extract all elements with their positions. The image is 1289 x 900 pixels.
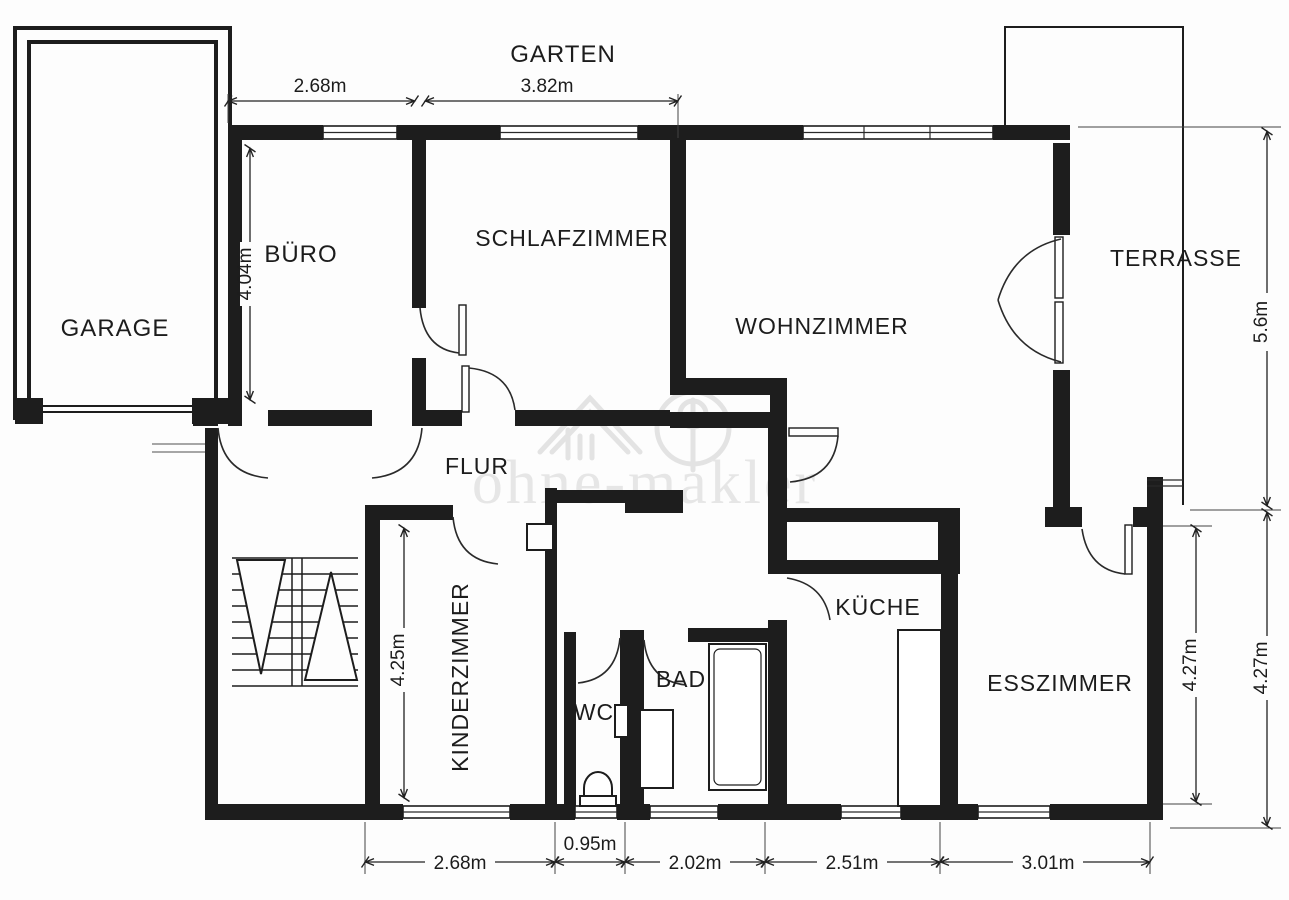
room-label-wohnzimmer: WOHNZIMMER [735,313,909,339]
dimension-labels: 2.68m 3.82m 4.04m 4.25m 5.6m 4.27m 4.27m… [235,76,1272,874]
room-label-flur: FLUR [445,453,509,479]
dim-top-schlafzimmer: 3.82m [521,76,574,97]
dim-terrasse-height: 5.6m [1251,301,1272,343]
dim-esszimmer-height-outer: 4.27m [1251,642,1272,695]
french-door-top [997,238,1062,301]
dim-bottom-kinderzimmer: 2.68m [434,853,487,874]
room-label-kueche: KÜCHE [835,594,921,620]
dim-bottom-kueche: 2.51m [826,853,879,874]
dimension-lines [223,94,1281,874]
door-entrance [217,427,269,479]
room-label-schlafzimmer: SCHLAFZIMMER [475,225,668,251]
door-schlafzimmer [468,367,516,411]
stair-arrow-up [303,571,359,681]
watermark: ohne-makler [472,389,815,517]
wc-basin [614,704,629,738]
kitchen-counter [897,629,942,807]
bad-cabinet [639,709,674,789]
dim-bottom-bad: 2.02m [669,853,722,874]
door-esszimmer [1081,528,1126,575]
walls [152,26,1184,820]
room-label-garten: GARTEN [510,41,616,68]
fixtures [579,629,942,807]
stair-arrow-down [235,559,287,675]
room-label-bad: BAD [656,666,706,692]
door-buero [371,427,423,479]
dim-kinderzimmer-height: 4.25m [388,634,409,687]
staircase [232,557,359,687]
room-label-kinderzimmer: KINDERZIMMER [447,582,473,772]
dimension-label-backgrounds [240,242,1279,874]
dim-esszimmer-height-inner: 4.27m [1180,639,1201,692]
door-kueche [786,577,831,621]
door-bad [643,639,687,686]
door-buero-schlafzimmer [419,307,460,354]
dim-bottom-wc: 0.95m [564,834,617,855]
toilet-icon [579,771,617,807]
room-label-esszimmer: ESSZIMMER [987,670,1133,696]
room-label-terrasse: TERRASSE [1110,245,1242,271]
garage-structure [13,26,232,424]
room-label-wc: WC [574,699,614,725]
room-labels: GARTEN GARAGE BÜRO SCHLAFZIMMER WOHNZIMM… [61,41,1242,772]
door-kinderzimmer [452,516,499,565]
door-wc [577,637,621,684]
bathtub-icon [708,643,767,791]
dim-buero-height: 4.04m [235,248,256,301]
dim-bottom-esszimmer: 3.01m [1022,853,1075,874]
windows [322,125,1051,819]
room-label-garage: GARAGE [61,315,170,342]
door-wohnzimmer [789,435,839,483]
french-door-bottom [997,299,1062,363]
dim-top-buero: 2.68m [294,76,347,97]
doors [217,236,1133,686]
room-label-buero: BÜRO [264,241,337,268]
